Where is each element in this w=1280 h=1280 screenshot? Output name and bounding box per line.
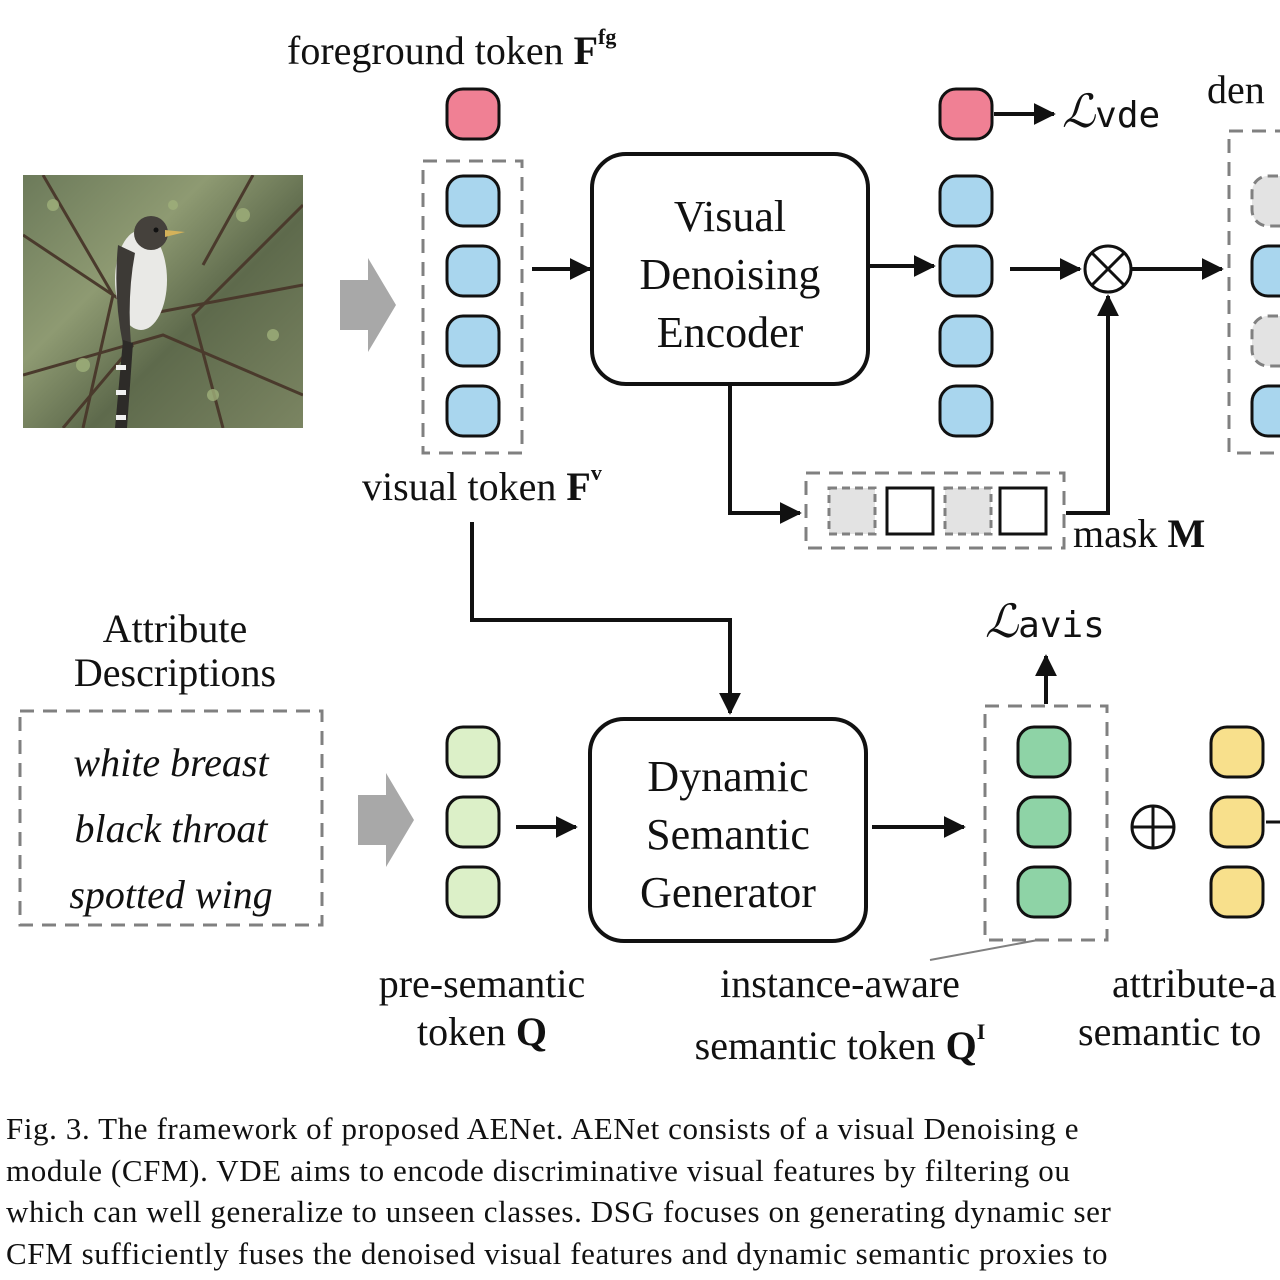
instance-aware-token-group [983,704,1109,942]
attribute-item: black throat [74,806,268,851]
caption-line: Fig. 3. The framework of proposed AENet.… [6,1111,1080,1146]
caption-line: which can well generalize to unseen clas… [6,1194,1112,1229]
visual-denoising-encoder-label: Visual Denoising Encoder [639,192,821,357]
output-foreground-token [938,87,994,141]
output-visual-tokens [938,174,994,438]
visual-denoising-encoder-box [590,152,870,386]
attribute-item: spotted wing [69,872,273,917]
bird-photo [23,175,303,428]
dynamic-semantic-generator-box [588,717,868,943]
visual-tokens [445,174,501,438]
instance-aware-token-label: instance-aware semantic token QI [694,961,986,1068]
attribute-item: white breast [73,740,269,785]
visual-token-group [421,159,524,455]
loss-vde-label: ℒvde [1062,84,1161,138]
foreground-token-label: foreground token Ffg [287,24,617,73]
pre-semantic-tokens [445,725,501,919]
denoised-label: den [1207,67,1265,112]
attribute-descriptions-box [18,709,324,927]
denoised-tokens [1250,174,1280,438]
caption-line: CFM sufficiently fuses the denoised visu… [6,1235,1109,1271]
mask-cells [827,486,1048,536]
attribute-aware-tokens [1209,725,1265,919]
attribute-aware-token-label: attribute-a semantic to [1078,961,1277,1054]
visual-token-label: visual token Fv [362,460,602,509]
foreground-token [445,87,501,141]
loss-avis-label: ℒavis [985,594,1105,648]
dynamic-semantic-generator-label: Dynamic Semantic Generator [640,752,816,917]
input-arrow-icon-2 [358,773,414,867]
pre-semantic-token-label: pre-semantic token Q [378,961,586,1054]
instance-aware-tokens [1016,725,1072,919]
caption-line: module (CFM). VDE aims to encode discrim… [6,1152,1071,1188]
circle-plus-icon [1130,804,1176,850]
mask-label: mask M [1073,511,1206,556]
attribute-descriptions-title: Attribute Descriptions [73,606,277,695]
mask-group [804,471,1066,550]
circle-times-icon [1083,244,1133,294]
figure-caption: Fig. 3. The framework of proposed AENet.… [6,1108,1280,1274]
input-arrow-icon [340,258,396,352]
denoised-token-group [1227,129,1280,455]
attribute-list: white breast black throat spotted wing [20,730,322,928]
